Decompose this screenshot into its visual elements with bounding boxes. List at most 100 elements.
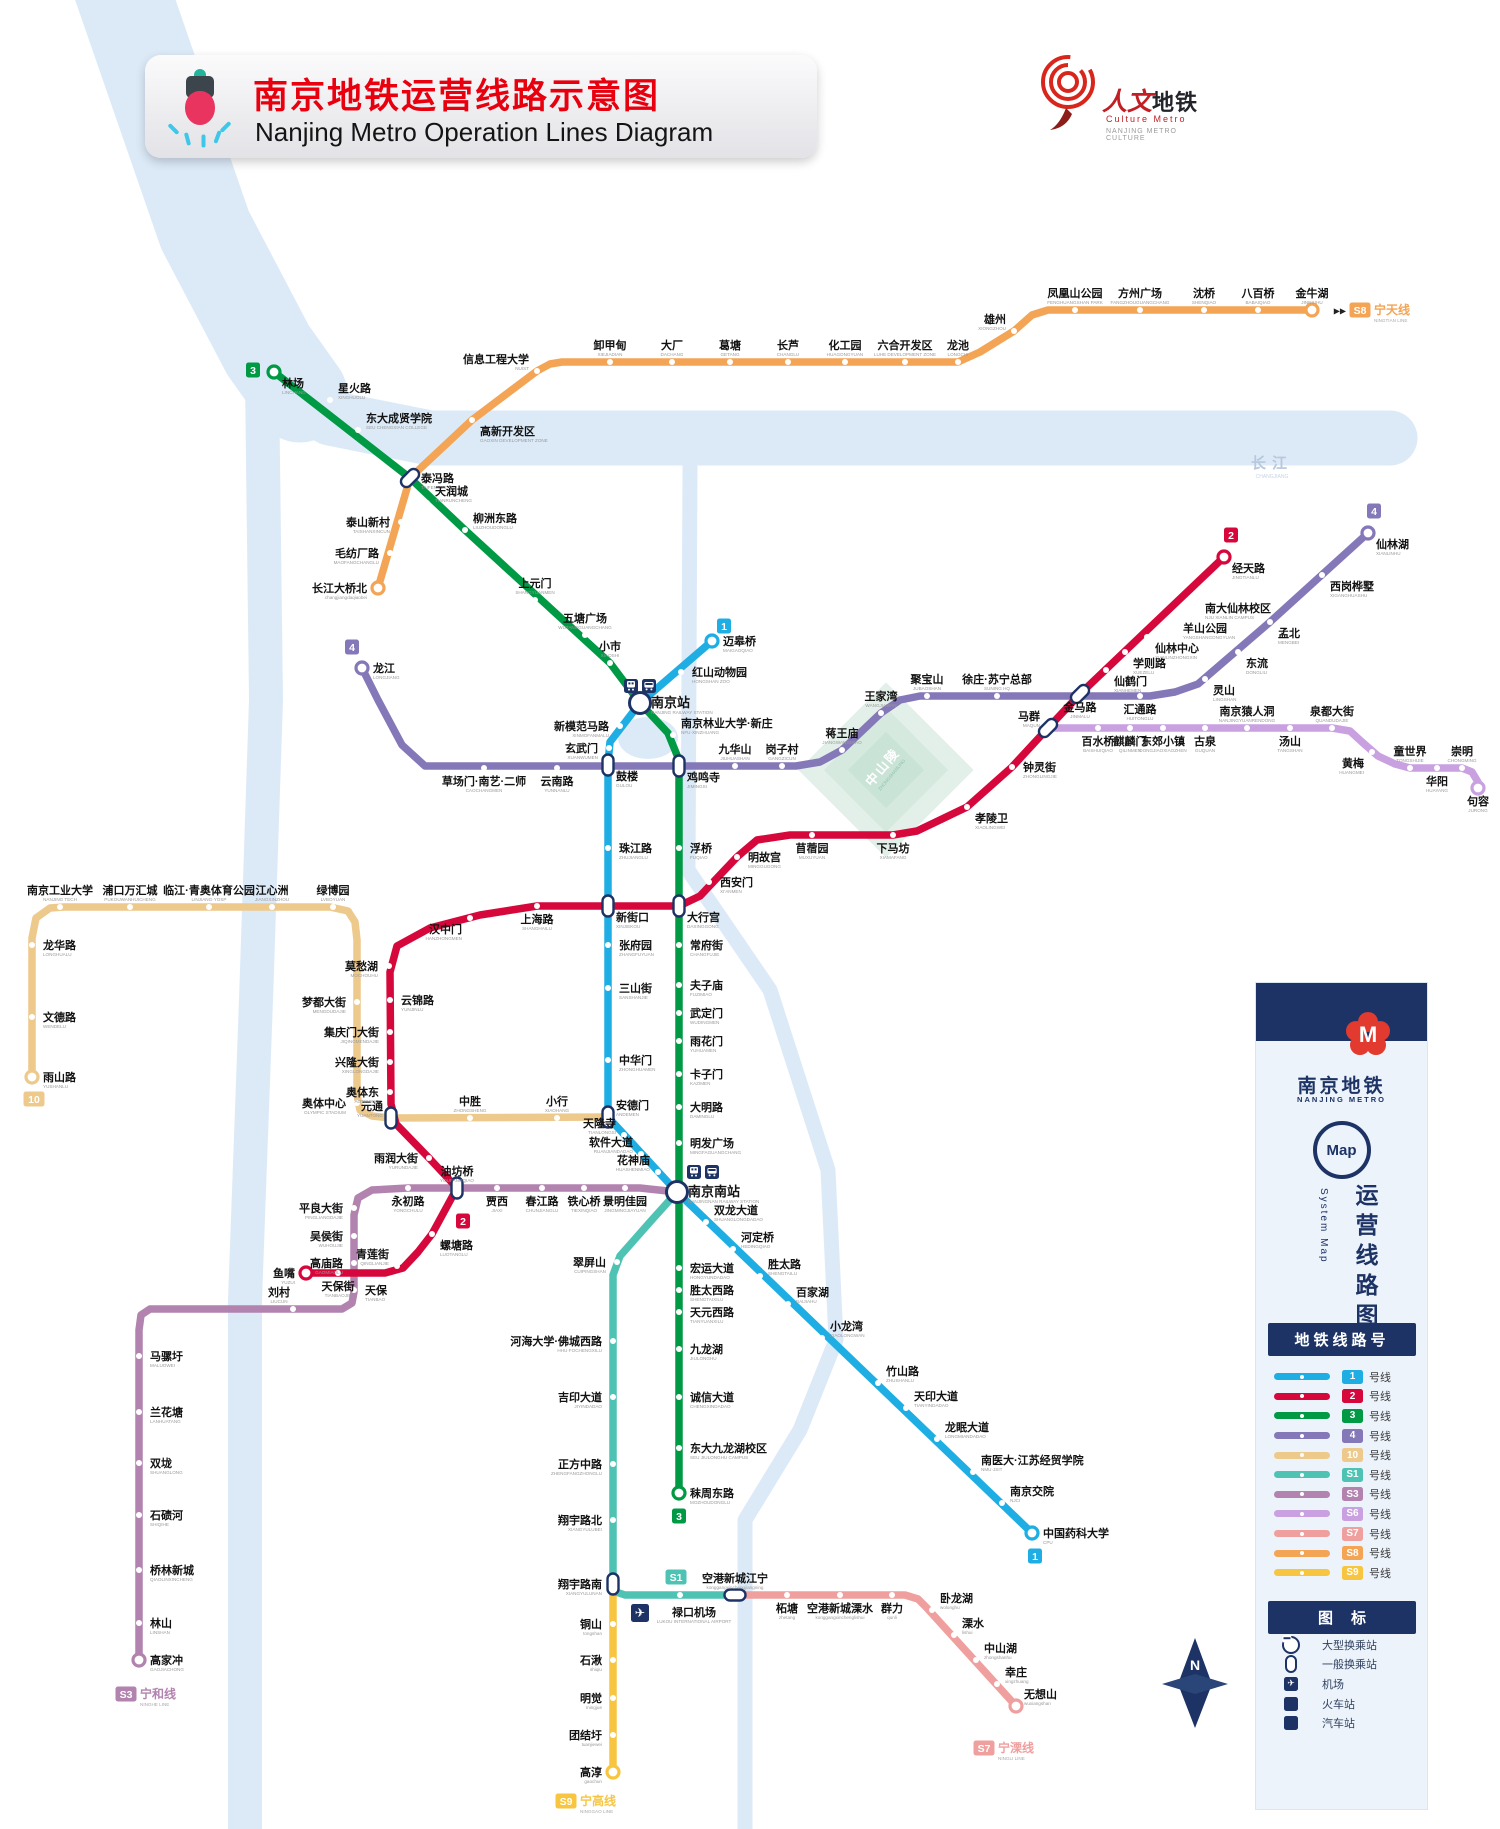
- station-label: 东大九龙湖校区: [690, 1441, 767, 1455]
- station-label-pinyin: TIANLONGSI: [588, 1130, 616, 1135]
- train-window: [691, 1168, 694, 1171]
- station-dot: [481, 765, 487, 771]
- station-label: 中国药科大学: [1043, 1526, 1109, 1540]
- station-dot: [994, 1681, 1000, 1687]
- station-dot: [426, 1155, 432, 1161]
- station-label-pinyin: LONGJIANG: [373, 675, 400, 680]
- station-label-pinyin: YUANTONG: [357, 1113, 383, 1118]
- station-dot: [875, 1380, 881, 1386]
- station-label: 刘村: [268, 1285, 290, 1299]
- station-label-pinyin: LIUZHOUDONGLU: [473, 525, 513, 530]
- station-dot: [622, 1185, 628, 1191]
- page-subtitle: Nanjing Metro Operation Lines Diagram: [255, 117, 714, 147]
- station-dot: [335, 1270, 341, 1276]
- station-dot: [1369, 749, 1375, 755]
- station-terminus: [354, 660, 370, 676]
- station-dot: [354, 1100, 360, 1106]
- station-label-pinyin: GAOXIN DEVELOPMENT ZONE: [480, 438, 548, 443]
- station-label: 汤山: [1279, 734, 1301, 748]
- station-dot: [621, 1132, 627, 1138]
- station-label-pinyin: tuanjiewei: [582, 1742, 602, 1747]
- station-label: 铜山: [579, 1617, 602, 1631]
- station-dot: [1072, 307, 1078, 313]
- station-label: 经天路: [1232, 561, 1266, 575]
- station-label-pinyin: LUOTANGLU: [440, 1252, 468, 1257]
- station-label-pinyin: GETANG: [720, 352, 739, 357]
- station-label: 常府街: [690, 938, 723, 952]
- station-dot: [706, 879, 712, 885]
- line-badge-3: [672, 1508, 686, 1524]
- station-interchange: [601, 1105, 615, 1129]
- legend-row-oval-icon: 一般换乘站: [1282, 1655, 1432, 1675]
- station-label: 八百桥: [1241, 286, 1276, 300]
- line-badge-text: 4: [349, 642, 355, 654]
- station-label: 上元门: [519, 576, 552, 590]
- station-label: 中山湖: [984, 1641, 1017, 1655]
- station-label-pinyin: YUNNANLU: [544, 788, 569, 793]
- line-3: [270, 368, 683, 1497]
- line-name-sub: NINGLI LINE: [998, 1756, 1025, 1761]
- station-interchange: [1037, 717, 1059, 739]
- station-label: 空港新城溧水: [807, 1601, 874, 1615]
- station-label: 汉中门: [429, 922, 462, 936]
- station-label: 奥体东: [345, 1085, 379, 1099]
- station-dot: [934, 1436, 940, 1442]
- station-dot: [462, 527, 468, 533]
- station-dot: [676, 845, 682, 851]
- station-dot: [534, 368, 540, 374]
- legend-line-swatch: [1274, 1530, 1330, 1538]
- station-label: 双垅: [150, 1456, 172, 1470]
- station-label-pinyin: ZHUJIANGLU: [619, 855, 648, 860]
- station-label: 天印大道: [914, 1389, 958, 1403]
- station-label-pinyin: LONGCHI: [948, 352, 969, 357]
- station-dot: [1244, 725, 1250, 731]
- line-badge-1: [1028, 1548, 1042, 1564]
- station-label: 明发广场: [690, 1136, 734, 1150]
- station-dot: [467, 1115, 473, 1121]
- line-name-sub: NINGHE LINE: [140, 1702, 169, 1707]
- bus-icon: [705, 1165, 719, 1179]
- station-label-pinyin: JUBAOSHAN: [913, 686, 941, 691]
- station-dot: [655, 1169, 661, 1175]
- title-card: 南京地铁运营线路示意图 Nanjing Metro Operation Line…: [145, 55, 817, 158]
- station-dot: [1202, 725, 1208, 731]
- plane-icon: ✈: [1282, 1676, 1300, 1691]
- culture-metro-logo: 人文地铁 Culture Metro NANJING METRO CULTURE: [1036, 48, 1206, 158]
- station-label: 桥林新城: [150, 1563, 194, 1577]
- station-dot: [1202, 676, 1208, 682]
- station-label: 石湫: [579, 1653, 602, 1667]
- legend-line-suffix: 号线: [1369, 1391, 1391, 1404]
- station-label-pinyin: JURONG: [1468, 808, 1488, 813]
- legend-line-suffix: 号线: [1369, 1371, 1391, 1384]
- station-label: 新街口: [616, 910, 649, 924]
- station-label: 玄武门: [565, 741, 598, 755]
- station-label: 双龙大道: [714, 1203, 758, 1217]
- station-label-pinyin: FANGZHOUGUANGCHANG: [1111, 300, 1170, 305]
- station-label: 雨山路: [43, 1070, 77, 1084]
- station-label-pinyin: XINGLONGDAJIE: [342, 1069, 379, 1074]
- station-label-pinyin: GAOJIACHONG: [150, 1667, 184, 1672]
- station-label-pinyin: XINJIEKOU: [616, 924, 640, 929]
- station-label-pinyin: HUASHENMIAO: [616, 1167, 651, 1172]
- line-S8: [374, 306, 1316, 592]
- station-label-pinyin: PINGLIANGDAJIE: [305, 1215, 343, 1220]
- station-dot: [1287, 725, 1293, 731]
- station-label-pinyin: SHIQIHE: [150, 1522, 169, 1527]
- station-dot: [732, 763, 738, 769]
- station-label: 景明佳园: [602, 1194, 647, 1208]
- station-terminus: [131, 1652, 147, 1668]
- station-label: 金牛湖: [1295, 286, 1329, 300]
- station-dot: [676, 1104, 682, 1110]
- station-label-pinyin: CHANGLU: [777, 352, 799, 357]
- station-label: 天保: [365, 1283, 388, 1297]
- station-interchange: [384, 1106, 398, 1130]
- station-dot: [127, 904, 133, 910]
- station-label-pinyin: NUIST: [515, 366, 529, 371]
- station-dot: [354, 999, 360, 1005]
- station-label-pinyin: SHENQIAO: [1192, 300, 1217, 305]
- station-dot: [351, 1205, 357, 1211]
- station-label-pinyin: CHONGMING: [1447, 758, 1477, 763]
- legend-lines-title: 地铁线路号: [1268, 1323, 1416, 1356]
- train-wheel: [628, 688, 630, 691]
